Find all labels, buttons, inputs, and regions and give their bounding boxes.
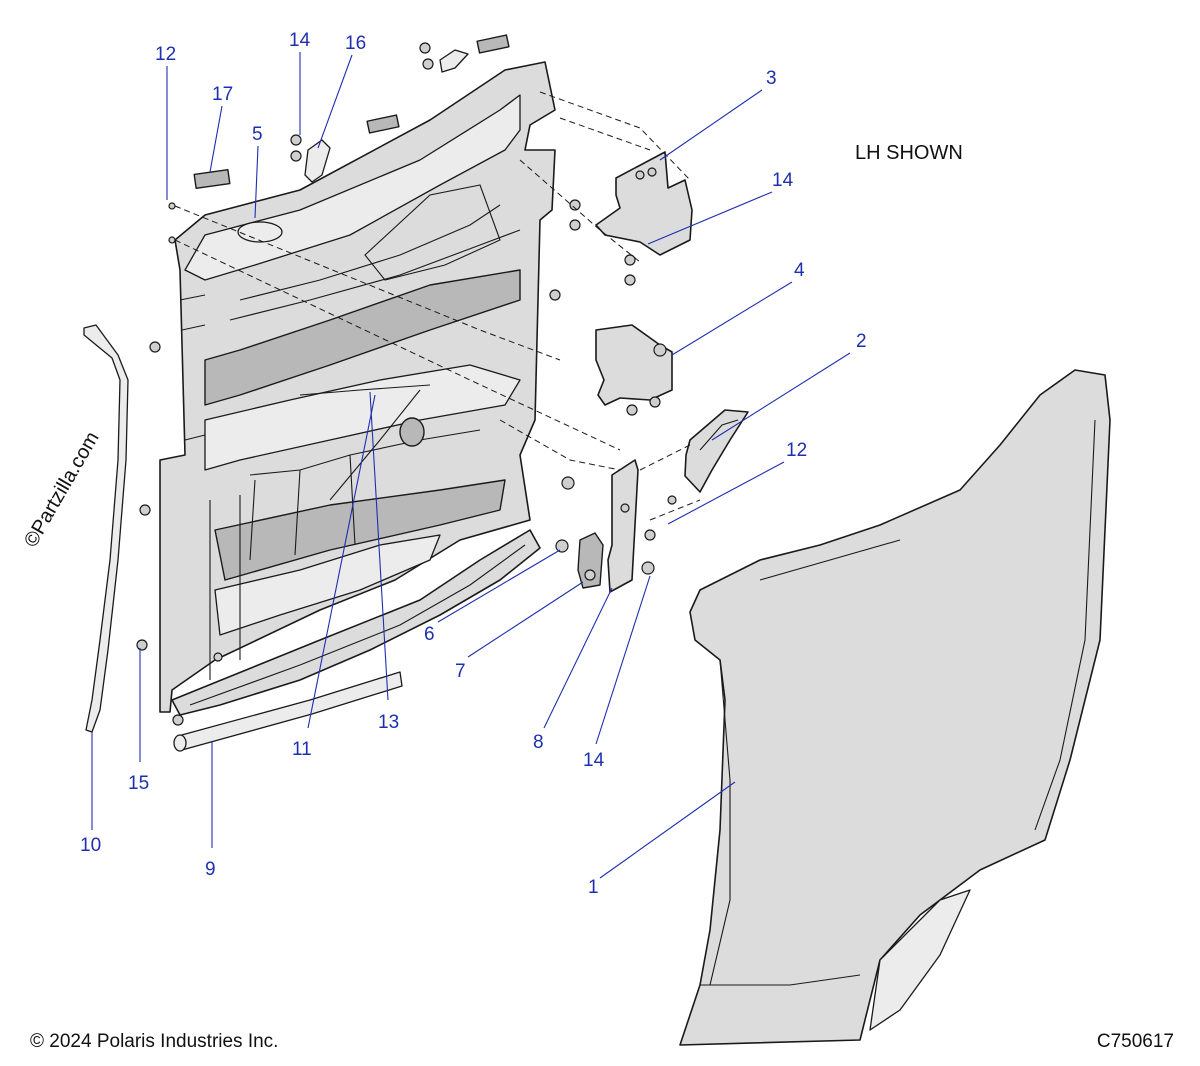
- seal-strip: [83, 324, 129, 733]
- lh-shown-note: LH SHOWN: [855, 142, 963, 164]
- foam-pads: [193, 34, 510, 189]
- leader-lines: [91, 52, 851, 879]
- seal-tube: [173, 671, 403, 752]
- callout-13: 13: [378, 712, 399, 733]
- callout-10: 10: [80, 835, 101, 856]
- callout-17: 17: [212, 84, 233, 105]
- upper-hinge: [595, 151, 693, 256]
- callout-8: 8: [533, 732, 544, 753]
- door-sill: [171, 529, 541, 716]
- retainer-plates: [304, 49, 469, 183]
- callout-12-latch: 12: [786, 440, 807, 461]
- door-latch: [684, 409, 749, 493]
- copyright-text: © 2024 Polaris Industries Inc.: [30, 1031, 279, 1052]
- fasteners: [136, 42, 677, 726]
- door-panel: [679, 369, 1111, 1046]
- callout-16: 16: [345, 33, 366, 54]
- striker-plate: [607, 459, 639, 593]
- callout-14-top: 14: [289, 30, 311, 51]
- callout-6: 6: [424, 624, 435, 645]
- callout-12-top: 12: [155, 44, 176, 65]
- diagram-id: C750617: [1096, 1031, 1174, 1052]
- door-frame: [159, 61, 556, 713]
- callout-14-bottom: 14: [583, 750, 605, 771]
- callout-9: 9: [205, 859, 216, 880]
- callout-11: 11: [292, 739, 312, 760]
- callout-15: 15: [128, 773, 149, 794]
- callout-14-hinge: 14: [772, 170, 794, 191]
- callout-1: 1: [588, 877, 599, 898]
- assembly-lines: [174, 91, 701, 521]
- callout-7: 7: [455, 661, 466, 682]
- callout-5: 5: [252, 124, 263, 145]
- callout-2: 2: [856, 331, 867, 352]
- callout-numbers: 12 17 5 14 16 3 14 4 2 12 6 7 8 14 13 11…: [80, 30, 867, 898]
- lower-hinge: [595, 324, 673, 406]
- latch-block: [577, 532, 604, 589]
- callout-3: 3: [766, 68, 777, 89]
- callout-4: 4: [794, 260, 805, 281]
